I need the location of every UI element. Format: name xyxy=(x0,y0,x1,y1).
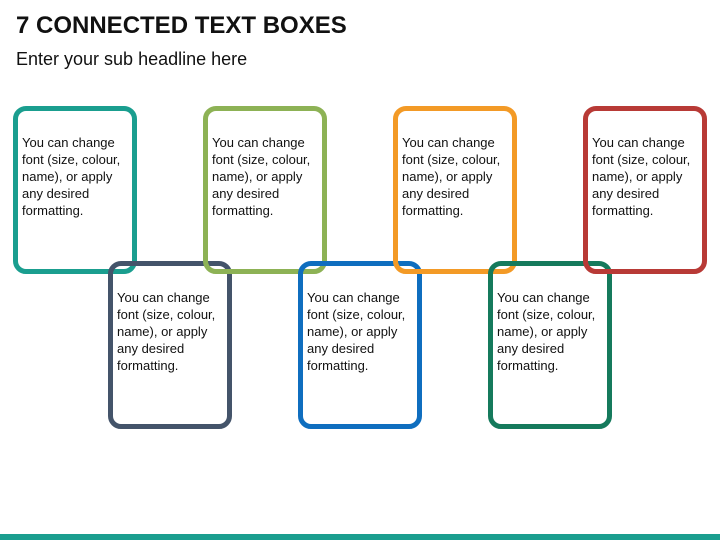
text-box-2-content: You can change font (size, colour, name)… xyxy=(117,290,216,373)
slide-title: 7 CONNECTED TEXT BOXES xyxy=(16,12,347,39)
text-box-7[interactable] xyxy=(583,106,707,274)
slide-subtitle: Enter your sub headline here xyxy=(16,49,248,69)
text-box-6-content: You can change font (size, colour, name)… xyxy=(497,290,596,373)
bottom-accent-bar xyxy=(0,534,720,540)
text-box-6[interactable] xyxy=(488,261,612,429)
text-box-2[interactable] xyxy=(108,261,232,429)
text-box-7-content: You can change font (size, colour, name)… xyxy=(592,135,691,218)
text-box-1[interactable] xyxy=(13,106,137,274)
text-box-4[interactable] xyxy=(298,261,422,429)
text-box-5-content: You can change font (size, colour, name)… xyxy=(402,135,501,218)
text-box-1-content: You can change font (size, colour, name)… xyxy=(22,135,121,218)
text-box-4-content: You can change font (size, colour, name)… xyxy=(307,290,406,373)
text-box-3-content: You can change font (size, colour, name)… xyxy=(212,135,311,218)
text-box-5[interactable] xyxy=(393,106,517,274)
text-box-3[interactable] xyxy=(203,106,327,274)
